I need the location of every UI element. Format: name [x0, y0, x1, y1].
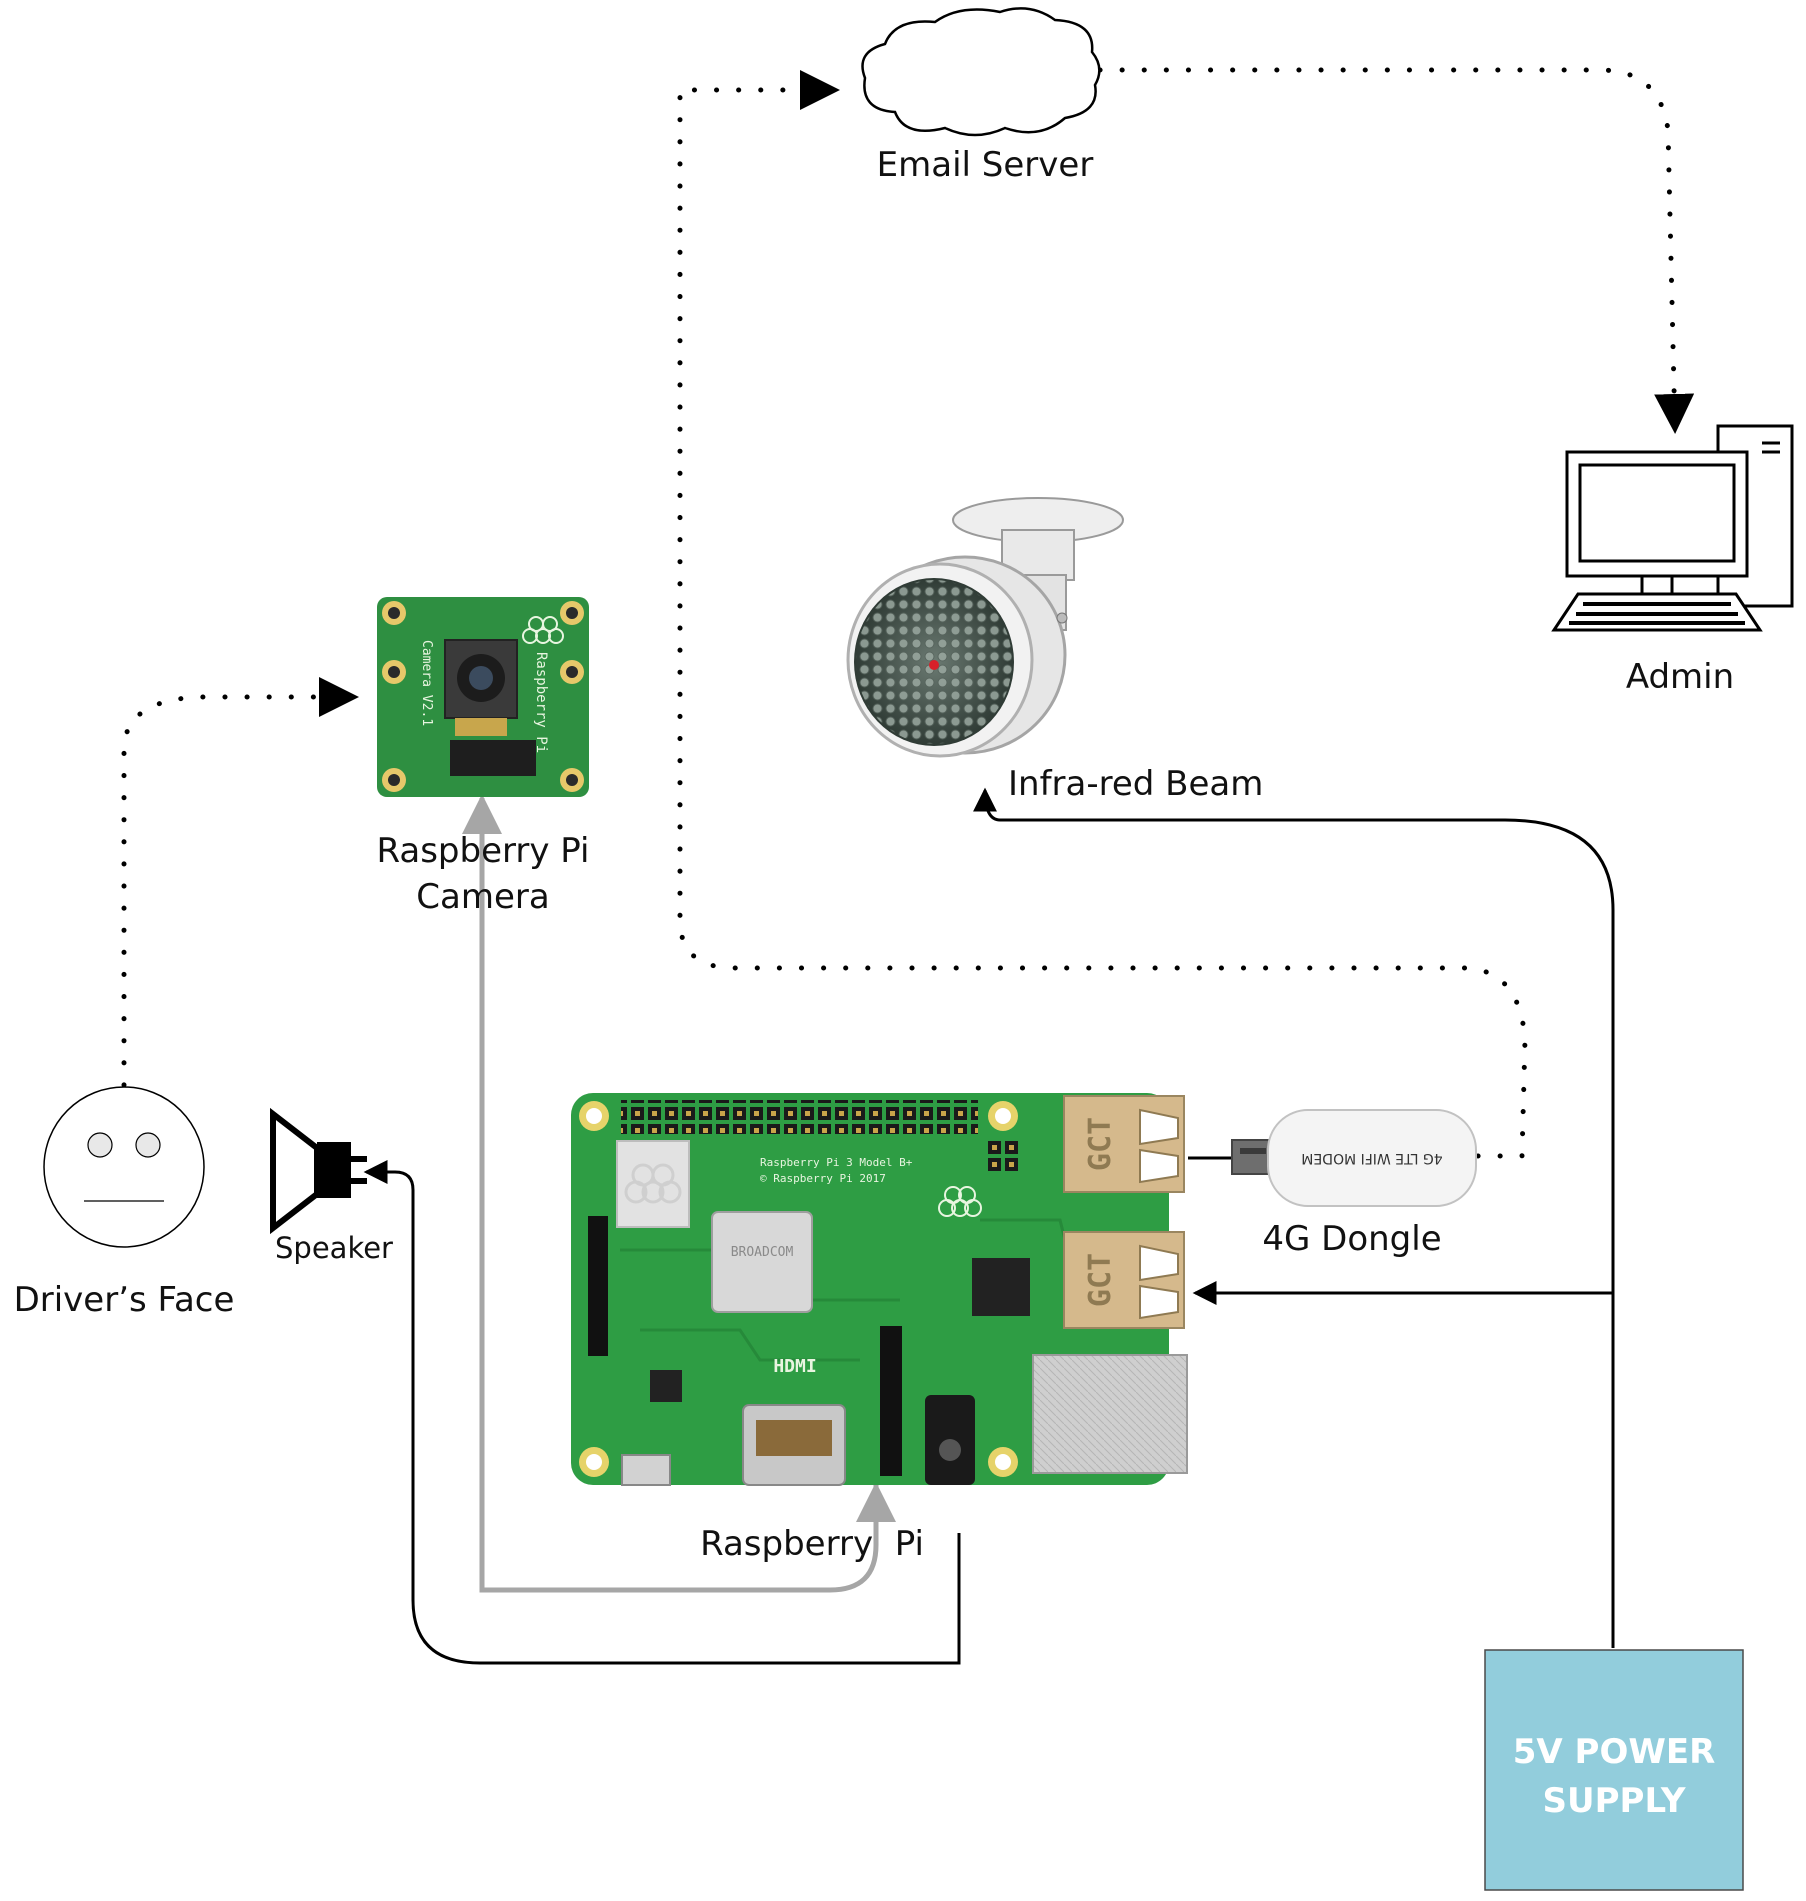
- neutral-face-icon: [43, 1086, 205, 1248]
- camera-ribbon-cable: [479, 810, 879, 1593]
- gpio-header: [621, 1100, 978, 1134]
- dongle-node: 4G LTE WIFI MODEM 4G Dongle: [1188, 1109, 1477, 1259]
- cloud-icon: [861, 7, 1101, 137]
- speaker-node: Speaker: [270, 1107, 393, 1265]
- admin-label: Admin: [1626, 657, 1734, 697]
- board-raspberry-logo-icon: [938, 1186, 982, 1217]
- speaker-label: Speaker: [275, 1231, 393, 1265]
- raspberry-pi-node: BROADCOM HDMI GCT GCT Raspberry Pi 3 Mod…: [571, 1093, 1188, 1564]
- camera-brand-text: Raspberry Pi: [533, 652, 549, 753]
- drivers-face-label: Driver’s Face: [14, 1280, 235, 1320]
- email-server-label: Email Server: [877, 145, 1094, 185]
- modem-text: 4G LTE WIFI MODEM: [1301, 1150, 1442, 1166]
- power-supply-node: 5V POWER SUPPLY: [1484, 1649, 1744, 1891]
- computer-icon: [1551, 424, 1794, 632]
- power-line-main: [973, 787, 1615, 1648]
- camera-board-icon: Camera V2.1 Raspberry Pi: [377, 597, 589, 797]
- email-server-node: Email Server: [861, 7, 1101, 185]
- hdmi-text: HDMI: [773, 1356, 816, 1377]
- admin-node: Admin: [1551, 424, 1794, 697]
- dotted-link-email-server-to-admin: [1097, 67, 1695, 434]
- pi-raspberry-logo-icon: [624, 1163, 682, 1204]
- pi-camera-node: Camera V2.1 Raspberry Pi Raspberry Pi Ca…: [377, 597, 590, 917]
- broadcom-soc-chip: [711, 1211, 813, 1313]
- raspberry-pi-board-icon: BROADCOM HDMI GCT GCT Raspberry Pi 3 Mod…: [571, 1093, 1188, 1486]
- ir-camera-icon: [846, 497, 1124, 758]
- audio-cable: [363, 1160, 961, 1665]
- raspberry-pi-label: Raspberry Pi: [700, 1524, 924, 1564]
- soc-text: BROADCOM: [731, 1245, 794, 1260]
- dongle-label: 4G Dongle: [1262, 1219, 1441, 1259]
- pi-camera-label-line2: Camera: [416, 877, 549, 917]
- speaker-icon: [270, 1107, 367, 1235]
- micro-usb-port: [621, 1454, 671, 1486]
- power-supply-box: [1484, 1649, 1744, 1891]
- usb-brand-text-bottom: GCT: [1083, 1253, 1118, 1307]
- ethernet-port: [1032, 1354, 1188, 1474]
- drivers-face-node: Driver’s Face: [14, 1086, 235, 1320]
- power-supply-label-line2: SUPPLY: [1543, 1781, 1686, 1821]
- pi-copyright-text: © Raspberry Pi 2017: [760, 1172, 886, 1185]
- pi-model-text: Raspberry Pi 3 Model B+: [760, 1156, 913, 1169]
- power-supply-label-line1: 5V POWER: [1513, 1732, 1716, 1772]
- camera-model-text: Camera V2.1: [419, 640, 434, 726]
- pi-camera-label-line1: Raspberry Pi: [377, 831, 590, 871]
- dotted-link-dongle-to-email-server: [677, 70, 1528, 1159]
- infrared-beam-label: Infra-red Beam: [1008, 764, 1263, 804]
- usb-modem-icon: 4G LTE WIFI MODEM: [1231, 1109, 1477, 1207]
- raspberry-logo-icon: [522, 616, 564, 644]
- infrared-beam-node: Infra-red Beam: [846, 497, 1263, 804]
- usb-brand-text-top: GCT: [1083, 1117, 1118, 1171]
- keyboard-keys: [1569, 602, 1745, 625]
- dotted-link-face-to-camera: [121, 677, 359, 1088]
